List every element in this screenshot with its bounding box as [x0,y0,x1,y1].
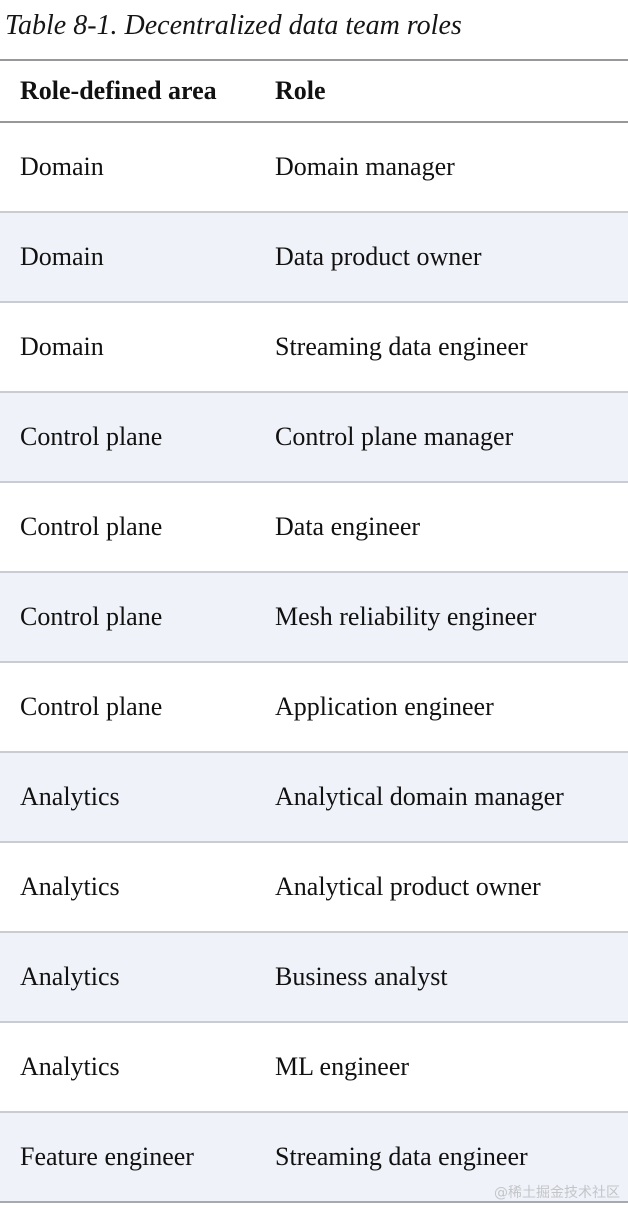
cell-role-defined-area: Analytics [20,872,120,901]
roles-table: Role-defined area Role Domain Domain man… [0,59,628,1203]
cell-role: Streaming data engineer [275,1142,528,1171]
cell-role: Control plane manager [275,422,514,451]
cell-role: Domain manager [275,152,455,181]
cell-role-defined-area: Domain [20,242,104,271]
cell-role-defined-area: Domain [20,152,104,181]
cell-role: Analytical product owner [275,872,541,901]
table-body: Domain Domain manager Domain Data produc… [0,123,628,1203]
table-row: Analytics Analytical domain manager [0,753,628,843]
cell-role-defined-area: Analytics [20,1052,120,1081]
table-row: Domain Data product owner [0,213,628,303]
cell-role: Business analyst [275,962,448,991]
table-row: Control plane Control plane manager [0,393,628,483]
cell-role: Analytical domain manager [275,782,564,811]
table-row: Domain Streaming data engineer [0,303,628,393]
cell-role-defined-area: Analytics [20,962,120,991]
cell-role-defined-area: Feature engineer [20,1142,194,1171]
cell-role-defined-area: Analytics [20,782,120,811]
table-row: Domain Domain manager [0,123,628,213]
cell-role: Mesh reliability engineer [275,602,537,631]
column-header-role: Role [275,76,326,105]
cell-role-defined-area: Control plane [20,692,163,721]
table-caption: Table 8-1. Decentralized data team roles [5,10,462,41]
cell-role-defined-area: Domain [20,332,104,361]
cell-role: Data engineer [275,512,421,541]
table-header-row: Role-defined area Role [0,59,628,123]
cell-role-defined-area: Control plane [20,602,163,631]
table-row: Analytics Business analyst [0,933,628,1023]
cell-role: Streaming data engineer [275,332,528,361]
cell-role: Data product owner [275,242,482,271]
column-header-role-defined-area: Role-defined area [20,76,217,105]
cell-role-defined-area: Control plane [20,422,163,451]
table-row: Analytics ML engineer [0,1023,628,1113]
table-row: Control plane Application engineer [0,663,628,753]
table-row: Control plane Mesh reliability engineer [0,573,628,663]
table-row: Analytics Analytical product owner [0,843,628,933]
cell-role-defined-area: Control plane [20,512,163,541]
table-row: Feature engineer Streaming data engineer [0,1113,628,1203]
cell-role: ML engineer [275,1052,410,1081]
table-row: Control plane Data engineer [0,483,628,573]
cell-role: Application engineer [275,692,494,721]
